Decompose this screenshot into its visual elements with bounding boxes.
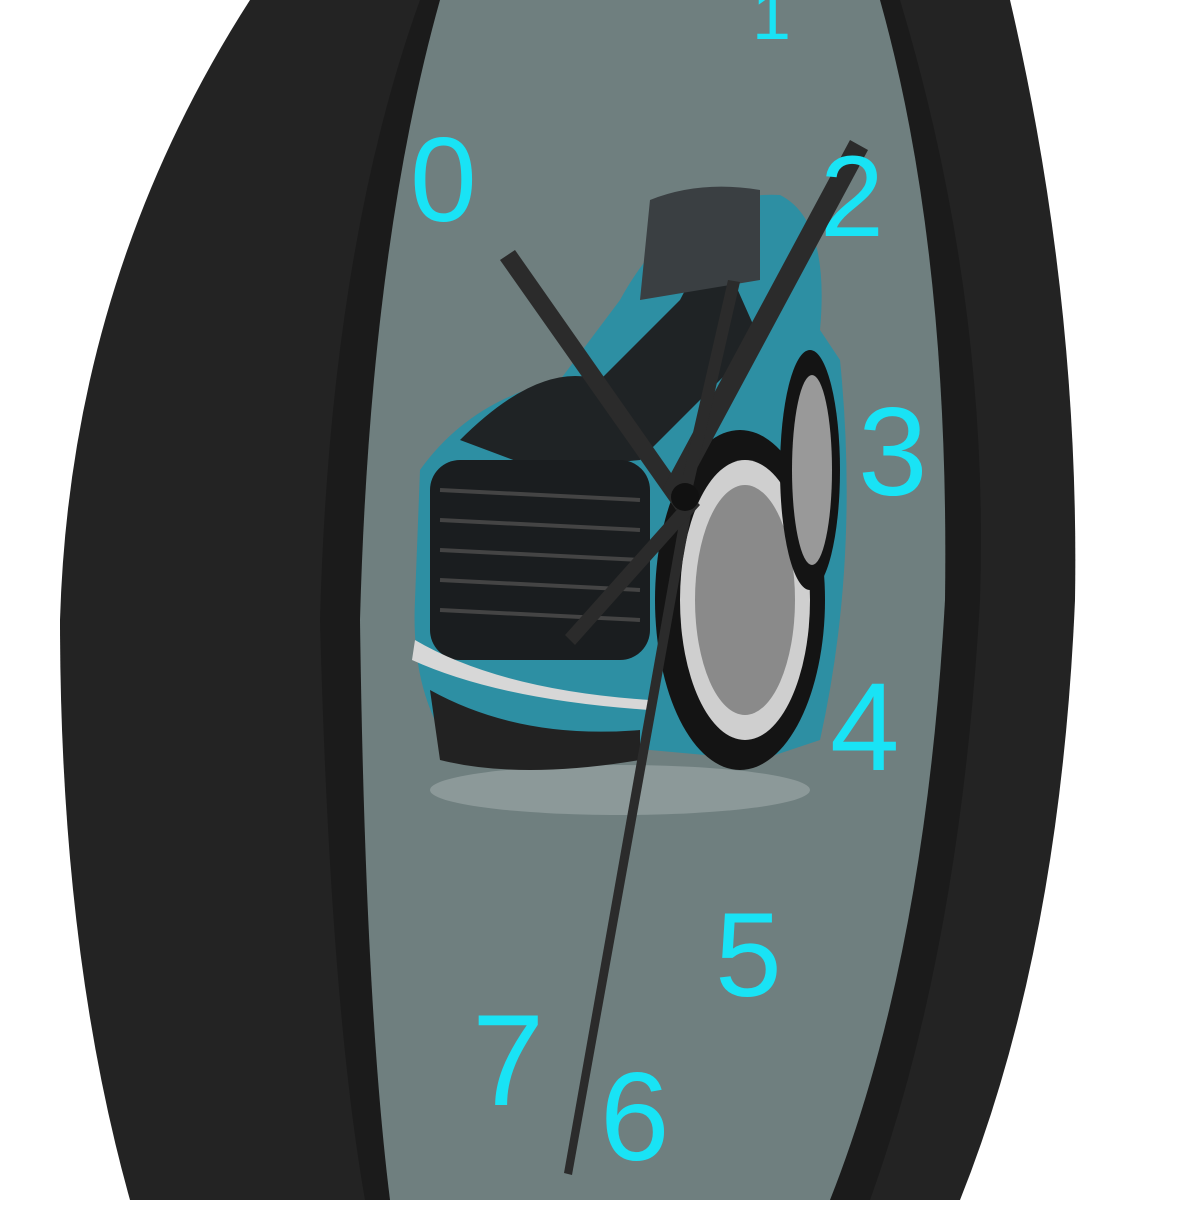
numeral-0: 0 [410,113,477,247]
numeral-5: 5 [715,888,782,1022]
numeral-4: 4 [830,658,900,797]
numeral-7: 7 [472,987,545,1133]
numeral-2: 2 [820,133,884,261]
numeral-3: 3 [858,383,928,522]
clock-hands [500,140,868,1175]
numeral-1: 1 [752,0,791,54]
car-illustration [412,186,847,815]
numeral-6: 6 [600,1048,670,1187]
